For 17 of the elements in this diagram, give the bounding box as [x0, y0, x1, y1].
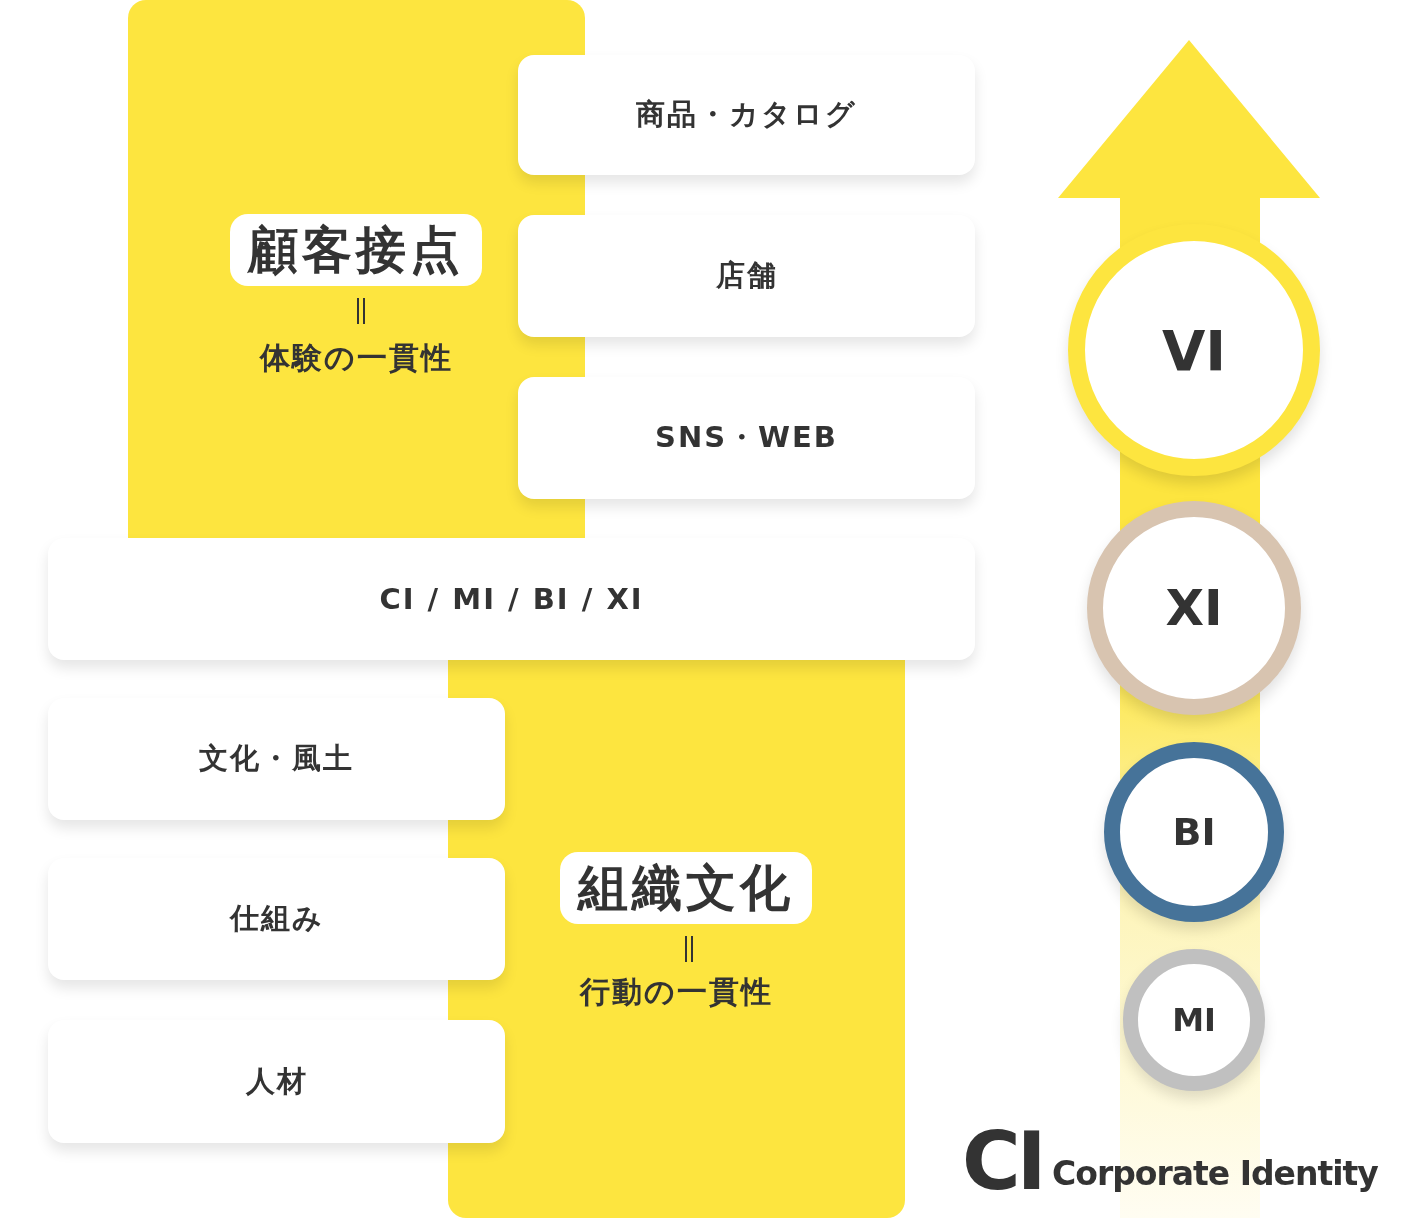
subheading: 行動の一貫性	[578, 973, 774, 1011]
item-card: CI / MI / BI / XI	[48, 538, 975, 660]
panel-band	[128, 0, 585, 538]
heading-label: 組織文化	[560, 852, 812, 924]
item-card: 人材	[48, 1020, 505, 1143]
item-card: 仕組み	[48, 858, 505, 980]
ring-circle: XI	[1087, 501, 1301, 715]
subheading: 体験の一貫性	[258, 339, 454, 377]
panel-band	[448, 660, 905, 1218]
item-card: 文化・風土	[48, 698, 505, 820]
ring-circle: BI	[1104, 742, 1284, 922]
title-text: Corporate Identity	[1052, 1156, 1378, 1193]
item-card: 店舗	[518, 215, 975, 337]
item-card: 商品・カタログ	[518, 55, 975, 175]
item-card: SNS・WEB	[518, 377, 975, 499]
title-abbreviation: CI	[962, 1118, 1043, 1206]
heading-label: 顧客接点	[230, 214, 482, 286]
